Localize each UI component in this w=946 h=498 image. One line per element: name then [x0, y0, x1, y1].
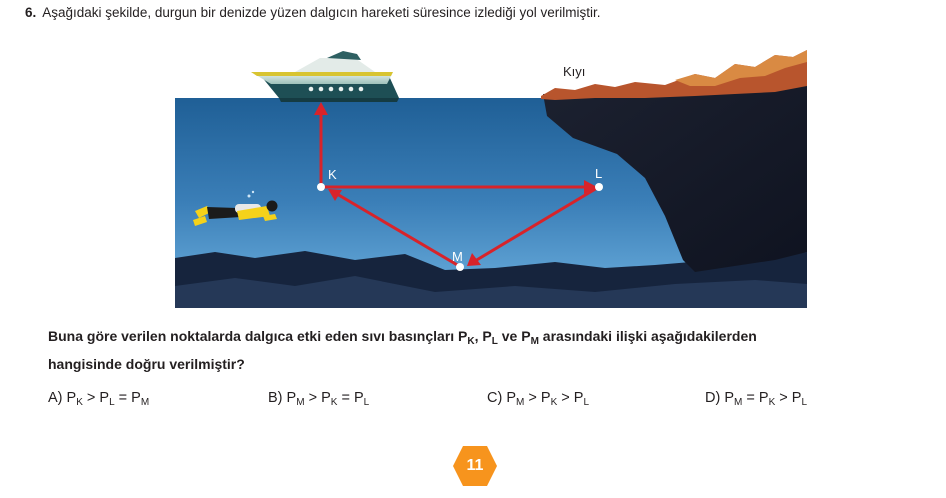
diver: [193, 190, 278, 226]
option-b[interactable]: B) PM > PK = PL: [268, 390, 369, 408]
option-c-letter: C): [487, 390, 503, 406]
option-a-letter: A): [48, 390, 63, 406]
option-b-p1: P: [286, 390, 297, 406]
arrowhead-down-left: [467, 253, 481, 266]
sub-l: L: [491, 336, 498, 347]
option-b-p2: > P: [304, 390, 331, 406]
point-m-dot: [456, 263, 464, 271]
prompt-sep-2: ve P: [497, 328, 531, 344]
option-a[interactable]: A) PK > PL = PM: [48, 390, 149, 408]
option-a-p2: > P: [82, 390, 110, 406]
sea-illustration: Kıyı: [175, 50, 807, 308]
option-d-letter: D): [705, 390, 721, 406]
option-c-p3: > P: [557, 390, 584, 406]
option-c-p2: > P: [524, 390, 551, 406]
option-c-s2: K: [550, 397, 558, 408]
option-d-p2: = P: [742, 390, 769, 406]
sea-figure: Kıyı: [175, 46, 807, 308]
option-b-letter: B): [268, 390, 283, 406]
option-c-p1: P: [506, 390, 517, 406]
sea-floor-shade: [175, 276, 807, 308]
shore-label: Kıyı: [563, 64, 585, 79]
option-d-p3: > P: [775, 390, 802, 406]
prompt-line-2: hangisinde doğru verilmiştir?: [48, 356, 245, 372]
prompt-sep-1: , P: [474, 328, 492, 344]
shore-land: [541, 50, 807, 100]
arrowhead-up: [314, 102, 328, 115]
option-d-s3: L: [801, 397, 807, 408]
prompt-text-1: Buna göre verilen noktalarda dalgıca etk…: [48, 328, 468, 344]
arrowhead-up-left: [328, 189, 342, 201]
sub-m: M: [530, 336, 539, 347]
question-header: 6. Aşağıdaki şekilde, durgun bir denizde …: [25, 5, 601, 20]
question-number: 6.: [25, 5, 37, 20]
option-a-s2: L: [109, 397, 115, 408]
option-a-s3: M: [140, 397, 150, 408]
answer-options: A) PK > PL = PM B) PM > PK = PL C) PM > …: [0, 390, 946, 414]
option-b-s2: K: [330, 397, 338, 408]
page-number: 11: [466, 457, 484, 474]
option-a-p1: P: [66, 390, 77, 406]
option-b-s3: L: [363, 397, 370, 408]
cliff-rock: [543, 84, 807, 272]
point-m-label: M: [452, 249, 463, 264]
path-arrows: [314, 102, 598, 268]
arrow-m-to-k: [336, 192, 460, 268]
arrowhead-right: [584, 180, 597, 194]
prompt-line-1: Buna göre verilen noktalarda dalgıca etk…: [48, 325, 928, 353]
option-d-s2: K: [768, 397, 776, 408]
option-a-s1: K: [76, 397, 83, 408]
boat: [251, 51, 399, 102]
point-l-dot: [595, 183, 603, 191]
point-l-label: L: [595, 166, 602, 181]
option-b-p3: = P: [337, 390, 364, 406]
option-b-s1: M: [296, 397, 305, 408]
option-d-s1: M: [734, 397, 743, 408]
arrow-l-to-m: [474, 186, 598, 263]
sub-k: K: [467, 336, 475, 347]
point-k-label: K: [328, 167, 337, 182]
prompt-text-2: arasındaki ilişki aşağıdakilerden: [538, 328, 757, 344]
option-c[interactable]: C) PM > PK > PL: [487, 390, 589, 408]
hexagon-icon: [453, 446, 497, 486]
page-number-badge: 11: [452, 445, 498, 487]
option-c-s1: M: [516, 397, 525, 408]
point-k-dot: [317, 183, 325, 191]
question-prompt: Buna göre verilen noktalarda dalgıca etk…: [48, 325, 928, 375]
shore-highlight: [675, 50, 807, 86]
option-a-p3: = P: [114, 390, 141, 406]
option-c-s3: L: [583, 397, 589, 408]
question-text: Aşağıdaki şekilde, durgun bir denizde yü…: [42, 5, 601, 20]
option-d-p1: P: [724, 390, 735, 406]
option-d[interactable]: D) PM = PK > PL: [705, 390, 807, 408]
